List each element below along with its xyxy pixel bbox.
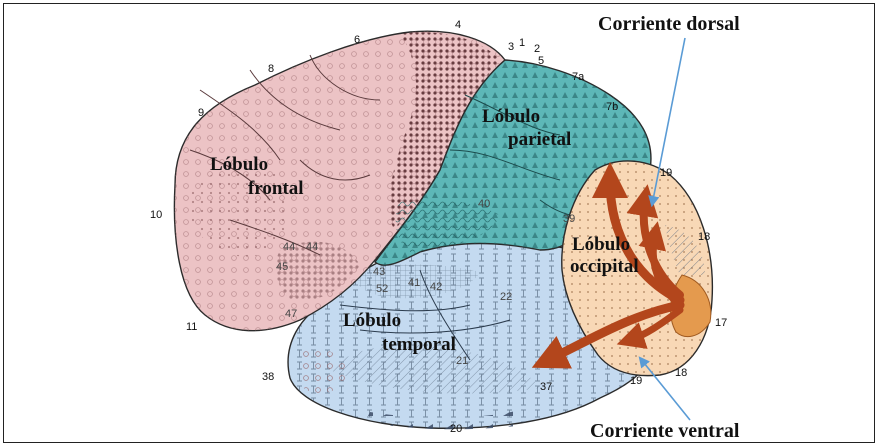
occipital-label-line2: occipital bbox=[570, 256, 639, 277]
dorsal-stream-label: Corriente dorsal bbox=[598, 13, 740, 35]
parietal-label-line1: Lóbulo bbox=[482, 106, 540, 127]
area-1-label: 1 bbox=[519, 37, 525, 49]
area-6-label: 6 bbox=[354, 34, 360, 46]
area-19-bottom-label: 19 bbox=[630, 375, 642, 387]
area-44b-label: 44 bbox=[306, 241, 318, 253]
area-19-top-label: 19 bbox=[660, 167, 672, 179]
area-3-label: 3 bbox=[508, 41, 514, 53]
area-37-label: 37 bbox=[540, 381, 552, 393]
area-18-bottom-label: 18 bbox=[675, 367, 687, 379]
area-41-label: 41 bbox=[408, 277, 420, 289]
area-10-label: 10 bbox=[150, 209, 162, 221]
area-2-label: 2 bbox=[534, 43, 540, 55]
area-40-label: 40 bbox=[478, 198, 490, 210]
area-5-label: 5 bbox=[538, 55, 544, 67]
area-42-label: 42 bbox=[430, 281, 442, 293]
area-20-label: 20 bbox=[450, 423, 462, 435]
area-9-label: 9 bbox=[198, 107, 204, 119]
area-52-label: 52 bbox=[376, 283, 388, 295]
area-7b-label: 7b bbox=[606, 101, 618, 113]
ventral-stream-label: Corriente ventral bbox=[590, 420, 740, 442]
area-39-label: 39 bbox=[563, 213, 575, 225]
area-21-label: 21 bbox=[456, 355, 468, 367]
area-11-label: 11 bbox=[186, 321, 197, 333]
temporal-label-line2: temporal bbox=[382, 334, 456, 355]
area-45-label: 45 bbox=[276, 261, 288, 273]
area-47-label: 47 bbox=[285, 308, 297, 320]
area-22-label: 22 bbox=[500, 291, 512, 303]
area-18-top-label: 18 bbox=[698, 231, 710, 243]
frontal-label-line2: frontal bbox=[248, 178, 304, 199]
area-17-label: 17 bbox=[715, 317, 727, 329]
parietal-label-line2: parietal bbox=[508, 129, 571, 150]
area-43-label: 43 bbox=[373, 266, 385, 278]
area-38-label: 38 bbox=[262, 371, 274, 383]
temporal-label-line1: Lóbulo bbox=[343, 310, 401, 331]
area-7a-label: 7a bbox=[572, 71, 585, 83]
frontal-label-line1: Lóbulo bbox=[210, 154, 268, 175]
area-4-label: 4 bbox=[455, 19, 461, 31]
area-44-label: 44 bbox=[283, 241, 295, 253]
area-8-label: 8 bbox=[268, 63, 274, 75]
occipital-label-line1: Lóbulo bbox=[572, 234, 630, 255]
